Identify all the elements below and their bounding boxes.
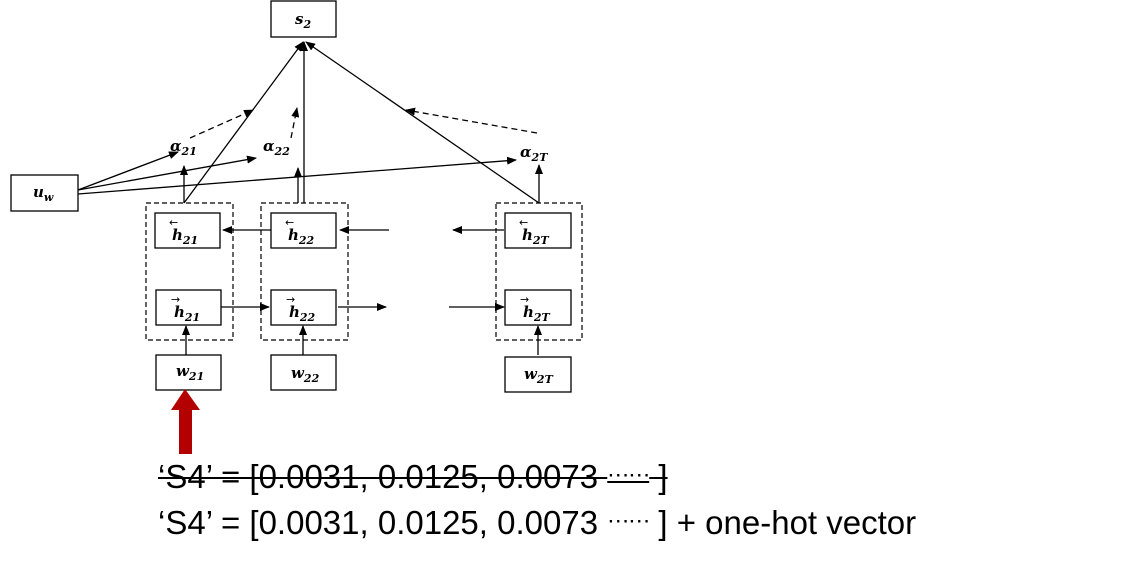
sentence-vector-node xyxy=(270,0,337,38)
forward-state-label-2T: h2T xyxy=(523,303,551,324)
word-node-2T xyxy=(504,356,572,393)
struck-vector-line: ‘S4’ = [0.0031, 0.0125, 0.0073 ⋯⋯ ] xyxy=(158,456,668,496)
forward-state-arrow-2T: → xyxy=(520,293,529,306)
forward-state-node-22 xyxy=(270,289,337,326)
attention-weight-22: α22 xyxy=(263,137,290,158)
context-vector-label: uw xyxy=(33,183,54,204)
backward-state-arrow-2T: ← xyxy=(519,216,528,229)
word-node-21 xyxy=(155,354,222,391)
edge-uw-to-a21 xyxy=(77,151,179,191)
backward-state-node-21 xyxy=(154,212,221,249)
struck-vector-text: ‘S4’ = [0.0031, 0.0125, 0.0073 ⋯⋯ ] xyxy=(158,458,668,495)
edge-uw-to-a2T xyxy=(77,156,517,195)
backward-state-arrow-22: ← xyxy=(285,216,294,229)
backward-state-node-2T xyxy=(504,212,572,249)
forward-state-arrow-22: → xyxy=(286,293,295,306)
word-node-22 xyxy=(270,354,337,391)
backward-state-label-2T: h2T xyxy=(522,226,550,247)
edge-uw-to-a22 xyxy=(77,155,257,191)
forward-state-label-22: h22 xyxy=(289,303,316,324)
highlight-arrow-icon xyxy=(171,389,200,454)
attention-weight-2T: α2T xyxy=(520,143,548,164)
edge-h2T-to-s2 xyxy=(305,41,540,204)
backward-state-label-21: h21 xyxy=(172,226,198,247)
sentence-vector-label: s2 xyxy=(295,10,311,31)
hierarchical-attention-diagram: s2 uw α21 α22 α2T ← h21 ← h22 ← h2T → h2… xyxy=(10,0,583,454)
attention-weight-21: α21 xyxy=(170,137,197,158)
word-label-22: w22 xyxy=(291,364,320,385)
word-label-2T: w2T xyxy=(524,365,554,386)
encoder-group-21 xyxy=(145,202,234,341)
word-label-21: w21 xyxy=(176,362,204,383)
corrected-vector-line: ‘S4’ = [0.0031, 0.0125, 0.0073 ⋯⋯ ] + on… xyxy=(158,504,917,541)
edge-a22-dashed xyxy=(290,107,300,139)
edge-h21-to-s2 xyxy=(183,41,304,204)
backward-state-node-22 xyxy=(270,212,337,249)
forward-state-node-2T xyxy=(504,289,572,326)
edge-a21-dashed xyxy=(189,109,254,139)
backward-state-label-22: h22 xyxy=(288,226,315,247)
backward-state-arrow-21: ← xyxy=(169,216,178,229)
forward-state-node-21 xyxy=(155,289,222,326)
forward-state-label-21: h21 xyxy=(174,303,200,324)
context-vector-node xyxy=(10,174,79,212)
edge-a2T-dashed xyxy=(405,107,538,134)
forward-state-arrow-21: → xyxy=(171,293,180,306)
